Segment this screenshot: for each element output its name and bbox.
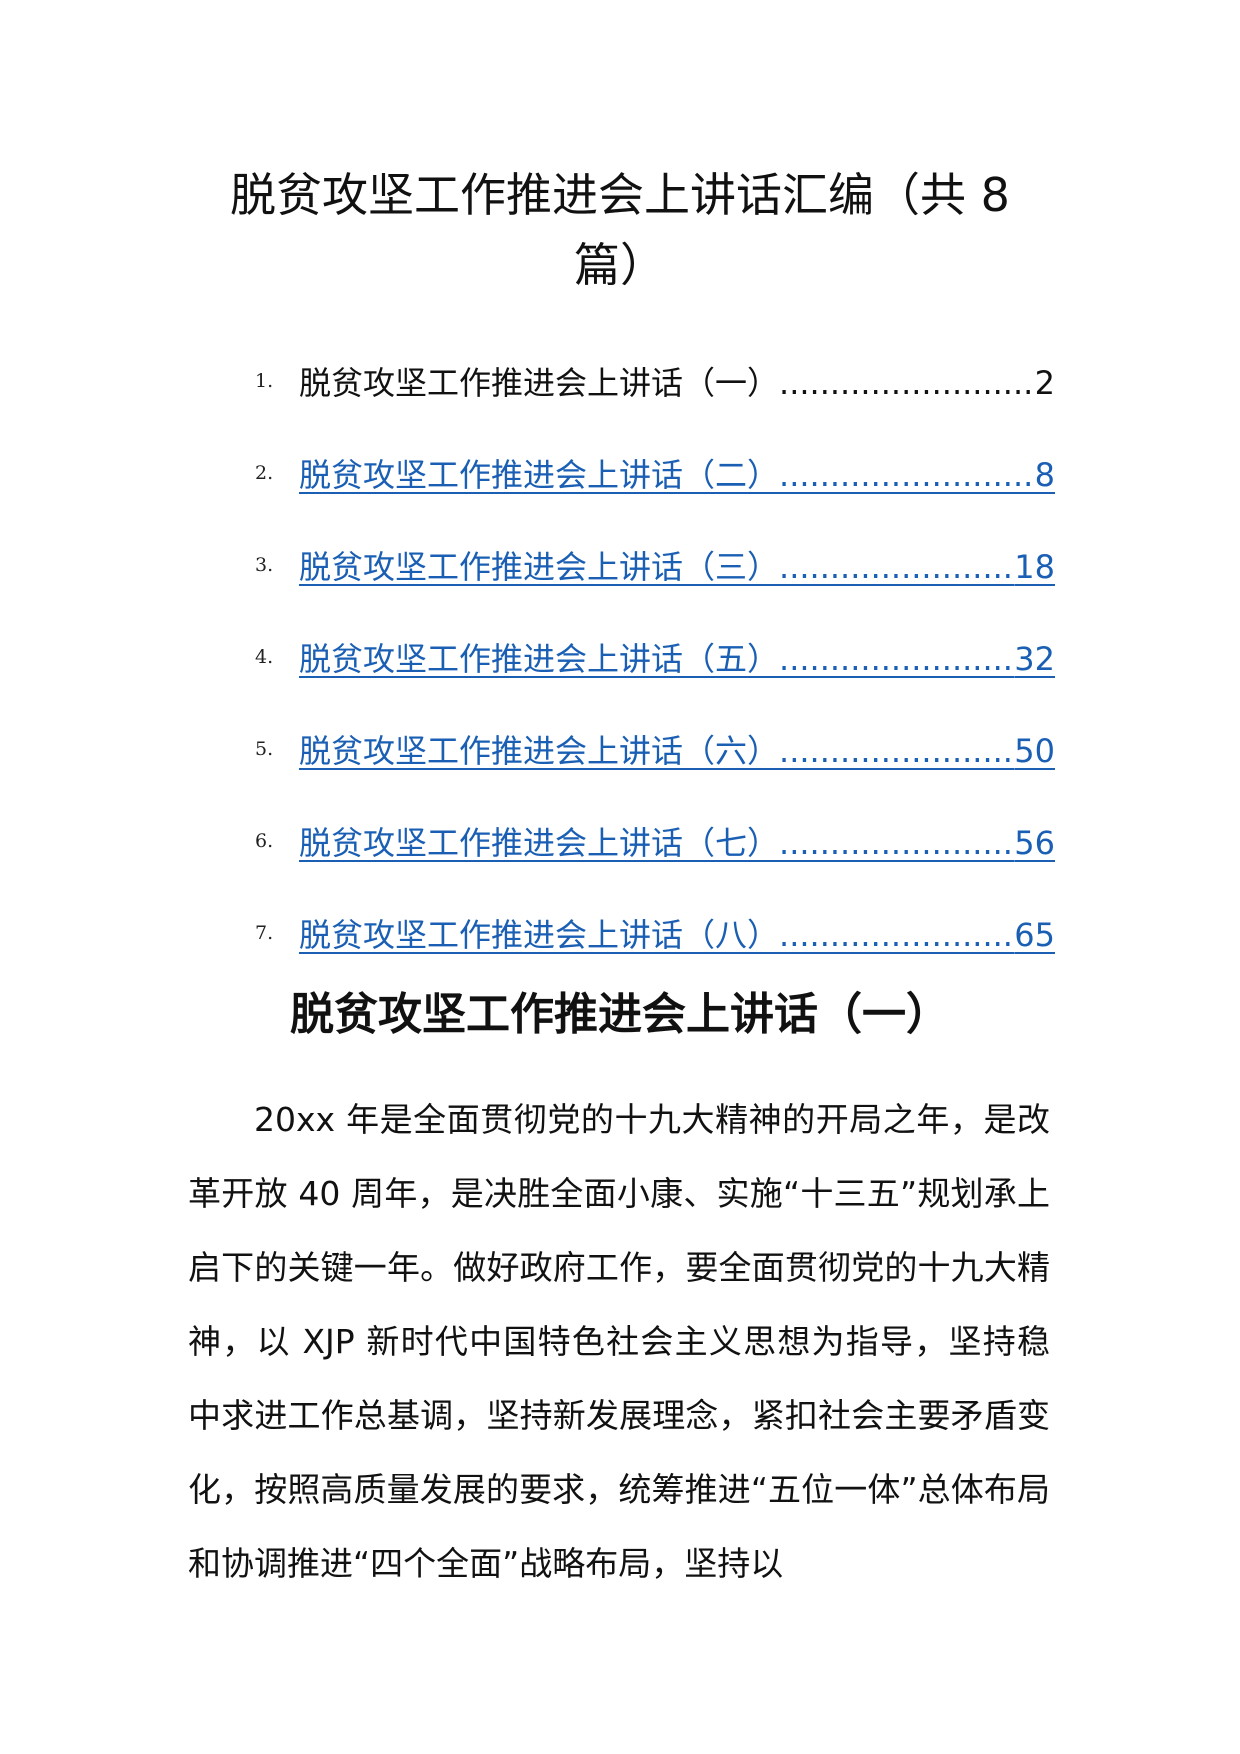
toc-link[interactable]: 脱贫攻坚工作推进会上讲话（五） ........................… xyxy=(299,634,1055,680)
toc-page-number: 65 xyxy=(1014,916,1055,954)
toc-number: 2. xyxy=(255,462,274,484)
toc-number: 1. xyxy=(255,370,274,392)
toc-link[interactable]: 脱贫攻坚工作推进会上讲话（七） ........................… xyxy=(299,818,1055,864)
toc-item: 2. 脱贫攻坚工作推进会上讲话（二） .....................… xyxy=(255,427,1055,519)
toc-link[interactable]: 脱贫攻坚工作推进会上讲话（八） ........................… xyxy=(299,910,1055,956)
toc-page-number: 32 xyxy=(1014,640,1055,678)
toc-leader: ........................................… xyxy=(779,456,1035,494)
toc-number: 6. xyxy=(255,830,274,852)
toc-item: 1. 脱贫攻坚工作推进会上讲话（一） .....................… xyxy=(255,335,1055,427)
toc-leader: ........................................… xyxy=(779,640,1015,678)
toc-label: 脱贫攻坚工作推进会上讲话（五） xyxy=(299,640,780,678)
toc-number: 7. xyxy=(255,922,274,944)
section-heading: 脱贫攻坚工作推进会上讲话（一） xyxy=(290,989,950,1040)
toc-page-number: 18 xyxy=(1014,548,1055,586)
toc-item: 7. 脱贫攻坚工作推进会上讲话（八） .....................… xyxy=(255,887,1055,979)
toc-link[interactable]: 脱贫攻坚工作推进会上讲话（六） ........................… xyxy=(299,726,1055,772)
toc-leader: ........................................… xyxy=(779,916,1015,954)
toc-link[interactable]: 脱贫攻坚工作推进会上讲话（二） ........................… xyxy=(299,450,1055,496)
toc-item: 6. 脱贫攻坚工作推进会上讲话（七） .....................… xyxy=(255,795,1055,887)
document-title: 脱贫攻坚工作推进会上讲话汇编（共 8 篇） xyxy=(230,168,1010,292)
toc-entry[interactable]: 脱贫攻坚工作推进会上讲话（一） ........................… xyxy=(299,358,1055,404)
toc-page-number: 2 xyxy=(1034,364,1055,402)
toc-page-number: 50 xyxy=(1014,732,1055,770)
toc-number: 4. xyxy=(255,646,274,668)
toc-leader: ........................................… xyxy=(779,824,1015,862)
toc-label: 脱贫攻坚工作推进会上讲话（一） xyxy=(299,364,780,402)
toc-label: 脱贫攻坚工作推进会上讲话（六） xyxy=(299,732,780,770)
toc-leader: ........................................… xyxy=(779,364,1035,402)
table-of-contents: 1. 脱贫攻坚工作推进会上讲话（一） .....................… xyxy=(255,335,1055,979)
toc-label: 脱贫攻坚工作推进会上讲话（八） xyxy=(299,916,780,954)
toc-number: 5. xyxy=(255,738,274,760)
toc-leader: ........................................… xyxy=(779,732,1015,770)
toc-label: 脱贫攻坚工作推进会上讲话（二） xyxy=(299,456,780,494)
toc-item: 4. 脱贫攻坚工作推进会上讲话（五） .....................… xyxy=(255,611,1055,703)
toc-item: 5. 脱贫攻坚工作推进会上讲话（六） .....................… xyxy=(255,703,1055,795)
toc-item: 3. 脱贫攻坚工作推进会上讲话（三） .....................… xyxy=(255,519,1055,611)
toc-number: 3. xyxy=(255,554,274,576)
toc-page-number: 56 xyxy=(1014,824,1055,862)
toc-label: 脱贫攻坚工作推进会上讲话（七） xyxy=(299,824,780,862)
toc-page-number: 8 xyxy=(1034,456,1055,494)
toc-leader: ........................................… xyxy=(779,548,1015,586)
body-paragraph: 20xx 年是全面贯彻党的十九大精神的开局之年，是改革开放 40 周年，是决胜全… xyxy=(188,1100,1050,1583)
toc-label: 脱贫攻坚工作推进会上讲话（三） xyxy=(299,548,780,586)
toc-link[interactable]: 脱贫攻坚工作推进会上讲话（三） ........................… xyxy=(299,542,1055,588)
